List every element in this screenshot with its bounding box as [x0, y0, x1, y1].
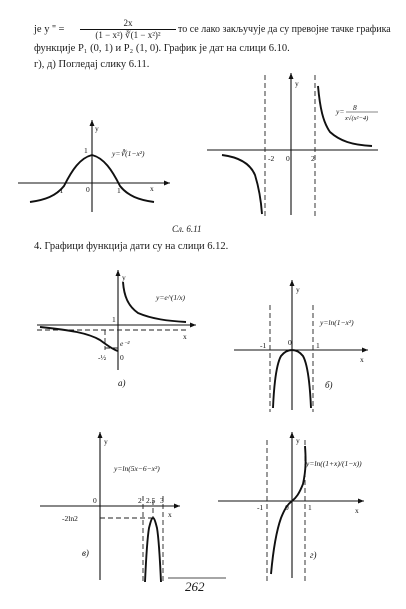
right-branch-curve: [122, 281, 187, 323]
x-axis-label: x: [355, 506, 359, 515]
x-axis-arrow: [362, 347, 368, 353]
fraction-denominator: (1 − x²) ∛(1 − x²)²: [95, 30, 161, 40]
formula-numerator: 8: [353, 103, 357, 112]
tick-minus1: -1: [57, 186, 63, 195]
log-cap-curve: [272, 349, 312, 409]
second-derivative-fraction: 2x (1 − x²) ∛(1 − x²)²: [80, 18, 176, 41]
x-axis-label: x: [360, 355, 364, 364]
intro-line-1: је y '' =: [34, 23, 64, 36]
formula-label: y=ln(5x−6−x²): [113, 464, 160, 473]
minus-half-label: -½: [98, 353, 106, 362]
origin-label: 0: [93, 496, 97, 505]
intro-line-3: г), д) Погледај слику 6.11.: [34, 59, 150, 70]
artanh-curve: [270, 445, 307, 575]
y-axis-arrow: [115, 270, 121, 276]
y-axis-label: y: [296, 285, 300, 294]
y-axis-label: y: [296, 436, 300, 445]
section-4-heading: 4. Графици функција дати су на слици 6.1…: [34, 241, 229, 252]
minus-2ln2-label: -2ln2: [62, 514, 78, 523]
formula-label: y=e^(1/x): [155, 293, 186, 302]
left-branch-curve: [39, 326, 119, 352]
fraction-numerator: 2x: [80, 18, 176, 30]
left-branch-curve: [221, 154, 263, 215]
intro-line-1-suffix: то се лако закључује да су превојне тачк…: [178, 24, 391, 35]
tick-plus1: 1: [308, 503, 312, 512]
x-axis-arrow: [358, 498, 364, 504]
formula-denominator: x√(x²−4): [344, 114, 368, 122]
x-axis-label: x: [183, 332, 187, 341]
right-branch-curve: [317, 85, 373, 147]
formula-label: y=ln(1−x²): [319, 318, 354, 327]
origin-label: 0: [288, 338, 292, 347]
fig612-v-graph: y x 0 2 2.5 3 -2ln2 y=ln(5x−6−x²) в): [40, 432, 180, 584]
x-axis-label: x: [168, 510, 172, 519]
e-minus2-label: e⁻²: [120, 339, 130, 348]
subfigure-label: б): [325, 380, 333, 390]
tick-2-5: 2.5: [146, 496, 156, 505]
origin-label: 0: [285, 503, 289, 512]
formula-y-label: y=: [335, 107, 344, 116]
formula-label: y=∛(1−x²): [111, 149, 145, 158]
fig611-left-graph: y 1 -1 0 1 x y=∛(1−x²): [18, 120, 170, 212]
formula-label: y=ln((1+x)/(1−x)): [305, 459, 362, 468]
x-axis-arrow: [164, 180, 170, 186]
subfigure-label: а): [118, 378, 126, 388]
fig612-g-graph: y x -1 0 1 y=ln((1+x)/(1−x)) г): [218, 432, 364, 582]
y-axis-arrow: [97, 432, 103, 438]
y-axis-label: y: [122, 273, 126, 282]
x-axis-label: x: [150, 184, 154, 193]
tick-plus2: 2: [311, 154, 315, 163]
intro-line-2: функције P₁ (0, 1) и P₂ (1, 0). График ј…: [34, 43, 290, 54]
cube-root-curve: [29, 154, 155, 203]
page-number: 262: [185, 579, 205, 594]
tick-minus2: -2: [268, 154, 274, 163]
caption-6-11: Сл. 6.11: [172, 224, 202, 234]
subfigure-label: г): [310, 550, 317, 560]
origin-label: 0: [86, 185, 90, 194]
x-axis-arrow: [190, 322, 196, 328]
y-axis-label: y: [95, 124, 99, 133]
fig611-right-graph: y -2 0 2 y= 8 x√(x²−4): [207, 73, 378, 218]
y-axis-arrow: [289, 280, 295, 286]
y-axis-label: y: [295, 79, 299, 88]
y-axis-label: y: [104, 437, 108, 446]
y-axis-arrow: [288, 73, 294, 79]
formula-prefix: је y '' =: [34, 24, 65, 35]
tick-2: 2: [138, 496, 142, 505]
tick-1: 1: [112, 315, 116, 324]
tick-3: 3: [160, 496, 164, 505]
x-axis-arrow: [174, 503, 180, 509]
y-axis-arrow: [89, 120, 95, 126]
fig612-b-graph: y x -1 0 1 y=ln(1−x²) б): [234, 280, 368, 412]
tick-minus1: -1: [257, 503, 263, 512]
subfigure-label: в): [82, 548, 89, 558]
log-cap-curve: [144, 517, 162, 583]
tick-minus1: -1: [260, 341, 266, 350]
tick-plus1: 1: [117, 186, 121, 195]
y-axis-arrow: [289, 432, 295, 438]
tick-1-y: 1: [84, 146, 88, 155]
origin-label: 0: [120, 353, 124, 362]
tick-plus1: 1: [316, 341, 320, 350]
fig612-a-graph: y x 1 e⁻² -½ 0 y=e^(1/x) а): [37, 270, 196, 388]
origin-label: 0: [286, 154, 290, 163]
